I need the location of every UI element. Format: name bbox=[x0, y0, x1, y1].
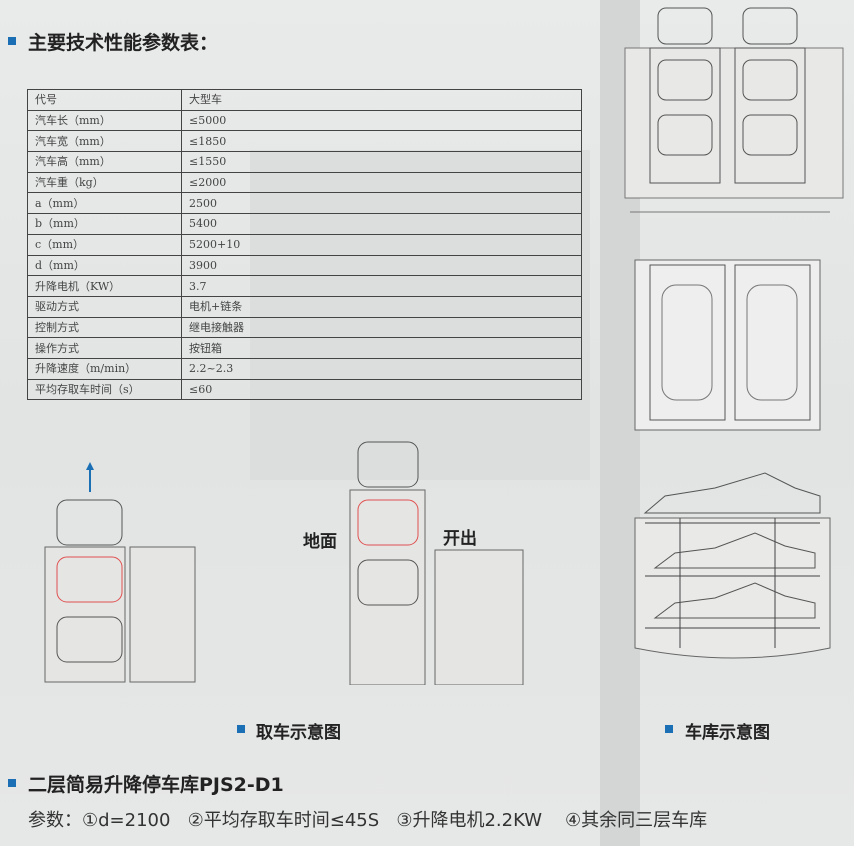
value-cell: 2.2~2.3 bbox=[181, 357, 582, 380]
pickup-caption: 取车示意图 bbox=[256, 723, 341, 743]
table-row: 汽车重（kg）≤2000 bbox=[27, 171, 582, 194]
garage-caption: 车库示意图 bbox=[685, 723, 770, 743]
table-row: 平均存取车时间（s）≤60 bbox=[27, 378, 582, 401]
table-row: a（mm）2500 bbox=[27, 192, 582, 215]
pickup-diagram-left bbox=[44, 462, 196, 683]
table-row: d（mm）3900 bbox=[27, 254, 582, 277]
table-row: c（mm）5200+10 bbox=[27, 233, 582, 256]
value-cell: 5400 bbox=[181, 213, 582, 235]
param-cell: 汽车高（mm） bbox=[27, 151, 182, 173]
ground-label: 地面 bbox=[303, 532, 337, 552]
page-title: 主要技术性能参数表： bbox=[28, 32, 219, 54]
table-row: 驱动方式电机+链条 bbox=[27, 295, 582, 318]
table-row: 代号大型车 bbox=[27, 89, 582, 111]
table-row: 升降电机（KW）3.7 bbox=[27, 275, 582, 297]
section-params: 参数：①d=2100 ②平均存取车时间≤45S ③升降电机2.2KW ④其余同三… bbox=[28, 810, 708, 831]
param-cell: 操作方式 bbox=[27, 337, 182, 359]
value-cell: ≤1550 bbox=[181, 151, 582, 173]
garage-front-diagram bbox=[624, 7, 844, 213]
param-cell: 汽车长（mm） bbox=[27, 109, 182, 132]
table-row: 升降速度（m/min）2.2~2.3 bbox=[27, 357, 582, 380]
exit-label: 开出 bbox=[443, 529, 477, 549]
bullet-icon bbox=[8, 779, 16, 787]
table-row: 控制方式继电接触器 bbox=[27, 316, 582, 339]
value-cell: ≤1850 bbox=[181, 130, 582, 153]
table-row: 汽车长（mm）≤5000 bbox=[27, 109, 582, 132]
bullet-icon bbox=[665, 725, 673, 733]
param-cell: 驱动方式 bbox=[27, 295, 182, 318]
garage-side-diagram bbox=[634, 472, 831, 659]
value-cell: 3.7 bbox=[181, 275, 582, 297]
param-cell: b（mm） bbox=[27, 213, 182, 235]
param-cell: 平均存取车时间（s） bbox=[27, 378, 182, 401]
pickup-diagram-right bbox=[349, 441, 524, 685]
param-cell: 升降电机（KW） bbox=[27, 275, 182, 297]
section-title: 二层简易升降停车库PJS2-D1 bbox=[28, 774, 284, 796]
table-row: 汽车宽（mm）≤1850 bbox=[27, 130, 582, 153]
param-cell: a（mm） bbox=[27, 192, 182, 215]
bullet-icon bbox=[8, 37, 16, 45]
param-cell: 汽车宽（mm） bbox=[27, 130, 182, 153]
param-cell: 汽车重（kg） bbox=[27, 171, 182, 194]
bullet-icon bbox=[237, 725, 245, 733]
value-cell: 2500 bbox=[181, 192, 582, 215]
param-cell: c（mm） bbox=[27, 233, 182, 256]
value-cell: 继电接触器 bbox=[181, 316, 582, 339]
value-cell: 3900 bbox=[181, 254, 582, 277]
garage-plan-diagram bbox=[634, 259, 821, 431]
param-cell: 控制方式 bbox=[27, 316, 182, 339]
value-cell: ≤2000 bbox=[181, 171, 582, 194]
param-cell: d（mm） bbox=[27, 254, 182, 277]
table-row: 汽车高（mm）≤1550 bbox=[27, 151, 582, 173]
value-cell: ≤60 bbox=[181, 378, 582, 401]
value-cell: 5200+10 bbox=[181, 233, 582, 256]
table-row: 操作方式按钮箱 bbox=[27, 337, 582, 359]
param-cell: 代号 bbox=[27, 89, 182, 111]
value-cell: 按钮箱 bbox=[181, 337, 582, 359]
up-arrow-icon bbox=[86, 462, 94, 470]
value-cell: 电机+链条 bbox=[181, 295, 582, 318]
value-cell: 大型车 bbox=[181, 89, 582, 111]
param-cell: 升降速度（m/min） bbox=[27, 357, 182, 380]
table-row: b（mm）5400 bbox=[27, 213, 582, 235]
value-cell: ≤5000 bbox=[181, 109, 582, 132]
